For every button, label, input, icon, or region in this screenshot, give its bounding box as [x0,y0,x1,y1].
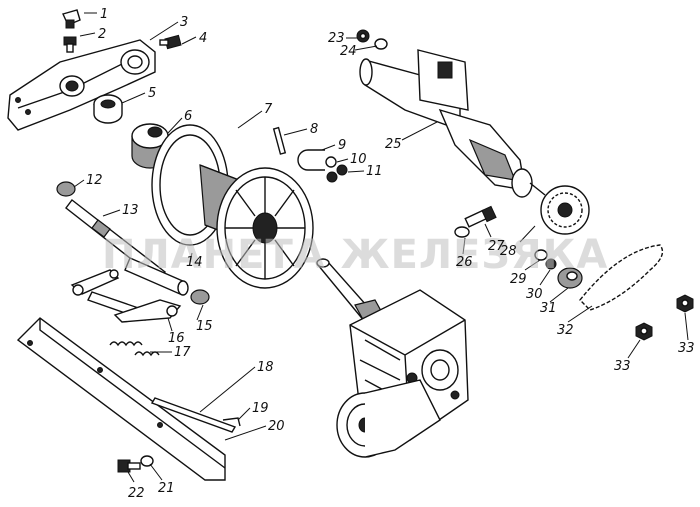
part-10-washer [325,156,337,168]
callout-19: 19 [252,401,269,416]
callout-labels: 1 2 3 4 5 6 7 8 9 10 11 12 13 14 15 16 1… [86,7,695,501]
callout-6: 6 [184,109,192,124]
part-22-bolt [117,459,141,473]
part-2-bolt [63,36,77,53]
callout-18: 18 [257,360,274,375]
part-4-bolt [159,34,182,50]
part-17-springs [109,341,160,357]
part-16-link-arm [70,269,182,323]
callout-3: 3 [180,15,188,30]
callout-9: 9 [338,138,346,153]
part-23-nut [356,29,370,43]
part-30-nut [545,258,557,270]
callout-23: 23 [328,31,345,46]
callout-17: 17 [174,345,191,360]
callout-33-left: 33 [614,359,631,374]
callout-30: 30 [526,287,543,302]
callout-22: 22 [128,486,145,501]
part-21-washer [140,455,154,467]
callout-24: 24 [340,44,357,59]
callout-5: 5 [148,86,156,101]
callout-20: 20 [268,419,285,434]
callout-26: 26 [456,255,473,270]
part-14-tube [124,257,189,296]
callout-32: 32 [557,323,574,338]
part-31-hub [557,267,583,289]
callout-31: 31 [540,301,557,316]
callout-28: 28 [500,244,517,259]
part-9-u-bolt [297,149,325,171]
part-3-lever-arm [7,39,156,131]
callout-1: 1 [100,7,108,22]
callout-16: 16 [168,331,185,346]
leader-lines [73,12,689,483]
callout-4: 4 [199,31,207,46]
callout-25: 25 [385,137,402,152]
part-26-washer [454,226,470,238]
callout-29: 29 [510,272,527,287]
callout-2: 2 [98,27,106,42]
callout-7: 7 [264,102,273,117]
callout-10: 10 [350,152,367,167]
part-27-bolt [464,205,497,228]
part-28-sprocket [540,185,590,235]
callout-12: 12 [86,173,103,188]
part-33-nuts [635,294,694,341]
part-24-washer [374,38,388,50]
part-5-bushing [93,94,123,124]
callout-15: 15 [196,319,213,334]
callout-21: 21 [158,481,175,496]
part-15-bushing [190,289,210,305]
part-20-angle-bracket [16,317,226,481]
part-25-shaft-housing [359,49,546,198]
part-7-winch-drum [151,124,314,289]
watermark-text: ПЛАНЕТА ЖЕЛЕЗЯКА [102,232,608,278]
part-8-pin [272,126,287,155]
callout-14: 14 [186,255,203,270]
part-12-bushing [56,181,76,197]
part-1-grease-fitting [62,9,81,29]
callout-13: 13 [122,203,139,218]
part-32-drive-chain [579,244,664,311]
callout-8: 8 [310,122,318,137]
part-18-rod [150,397,237,433]
part-19-cotter-pin [222,417,241,427]
part-11-nut [326,164,348,183]
gearbox-motor-flange [336,379,441,458]
callout-33-right: 33 [678,341,695,356]
callout-11: 11 [366,164,383,179]
part-29-washer [534,249,548,261]
callout-27: 27 [488,239,505,254]
